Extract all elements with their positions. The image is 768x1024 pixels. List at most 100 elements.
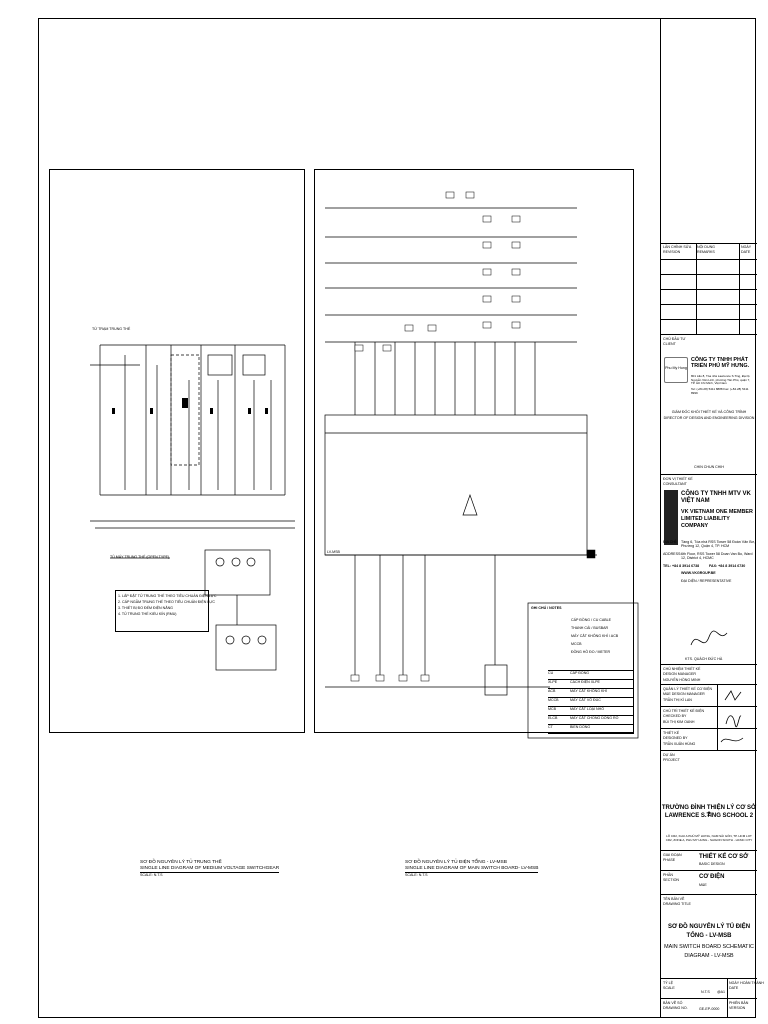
scale-row: TỶ LỆ SCALE N.T.S @A1 NGÀY HOÀN THÀNH DA… — [661, 978, 764, 998]
qa-signature — [724, 690, 742, 701]
mv-legend-line: 2. CÁP NGẦM TRUNG THẾ THEO TIÊU CHUẨN ĐI… — [118, 600, 215, 604]
lv-legend-item: ĐỒNG HỒ ĐO / METER — [571, 650, 611, 654]
rev-col-no: LẦN CHỈNH SỬA — [663, 245, 692, 249]
lv-bus-label: LV-MSB — [327, 550, 340, 554]
qa-name: TRẦN THỊ KÌ LAN — [663, 698, 692, 702]
pm-name: NGUYỄN HỒNG MINH — [663, 678, 701, 682]
consultant-logo-icon — [664, 490, 678, 545]
lv-caption-en: SINGLE LINE DIAGRAM OF MAIN SWITCH BOARD… — [405, 866, 539, 873]
title-block: LẦN CHỈNH SỬA REVISION NỘI DUNG REMARKS … — [660, 18, 764, 1018]
consultant-label-en: CONSULTANT — [663, 482, 687, 486]
drawing-sheet — [38, 18, 756, 1018]
mv-legend-line: 4. TỦ TRUNG THẾ KIỂU KÍN (RMU) — [118, 612, 177, 616]
mv-legend-line: 3. THIẾT BỊ ĐO ĐẾM ĐIỆN NĂNG — [118, 606, 173, 610]
lv-legend-title: GHI CHÚ / NOTES — [531, 606, 562, 610]
des-signature — [720, 737, 744, 743]
project-section: DỰ ÁN PROJECT TRƯỜNG ĐÌNH THIỆN LÝ CƠ SỞ… — [661, 750, 757, 850]
section-row: PHẦN SECTION CƠ ĐIỆN M&E — [661, 870, 757, 894]
rev-row — [661, 259, 757, 274]
drawing-title-en: MAIN SWITCH BOARD SCHEMATIC DIAGRAM - LV… — [664, 944, 754, 959]
rev-col-no-en: REVISION — [663, 250, 681, 254]
addr-label: ĐỊA CHỈ: — [663, 540, 677, 544]
chk-name: BÙI THỊ KIM OANH — [663, 720, 695, 724]
lv-caption-scale: SCALE: N.T.S — [405, 873, 428, 877]
lv-msb-panel: LV-MSB GHI CHÚ / NOTES CÁP ĐỒNG / CU CAB… — [314, 169, 639, 739]
mv-single-line-diagram — [90, 344, 295, 671]
stage-en: BASIC DESIGN — [699, 862, 725, 866]
mv-header-label: TỪ TRẠM TRUNG THẾ — [92, 327, 131, 331]
scale-value: N.T.S — [701, 990, 710, 994]
qa-row: QUẢN LÝ THIẾT KẾ CƠ ĐIỆN M&E DESIGN MANA… — [661, 684, 757, 706]
client-director-en: DIRECTOR OF DESIGN AND ENGINEERING DIVIS… — [663, 416, 755, 420]
drawing-title-vn: SƠ ĐỒ NGUYÊN LÝ TỦ ĐIỆN TỔNG - LV-MSB — [667, 924, 751, 939]
lv-caption-vn: SƠ ĐỒ NGUYÊN LÝ TỦ ĐIỆN TỔNG - LV-MSB — [405, 860, 507, 865]
addr-en: 6th Floor, RSS Tower 58 Doan Van Bo, War… — [681, 552, 753, 561]
mv-caption-en: SINGLE LINE DIAGRAM OF MEDIUM VOLTAGE SW… — [140, 866, 280, 873]
client-label: CHỦ ĐẦU TƯ — [663, 337, 686, 341]
rep-name: KTS. QUÁCH ĐỨC HÀ — [685, 657, 723, 661]
mv-caption-vn: SƠ ĐỒ NGUYÊN LÝ TỦ TRUNG THẾ — [140, 860, 222, 865]
lv-msb-single-line-diagram — [324, 191, 639, 739]
mv-switchgear-panel: TỪ TRẠM TRUNG THẾ TỦ MÁY TRUNG THẾ (OPEN… — [49, 169, 305, 733]
consultant-name-vn: CÔNG TY TNHH MTV VK VIỆT NAM — [681, 491, 751, 504]
des-row: THIẾT KẾ DESIGNED BY TRẦN XUÂN HÙNG — [661, 728, 757, 750]
stage-vn: THIẾT KẾ CƠ SỞ — [699, 854, 749, 860]
client-address: 801 Lầu 8, Tòa nhà Lawrence S.Ting, Đại … — [691, 374, 751, 386]
rep-label: ĐẠI DIỆN / REPRESENTATIVE — [681, 579, 732, 583]
project-name-vn: TRƯỜNG ĐÌNH THIỆN LÝ CƠ SỞ 2 — [661, 805, 757, 818]
consultant-web: WWW.VKGROUP.BE — [681, 571, 716, 575]
rev-col-date: NGÀY — [741, 245, 752, 249]
section-vn: CƠ ĐIỆN — [699, 874, 725, 880]
client-director-vn: GIÁM ĐỐC KHỐI THIẾT KẾ VÀ CÔNG TRÌNH — [671, 410, 747, 414]
addr-label-en: ADDRESS: — [663, 552, 682, 556]
consultant-fax: FAX: +84 8 3914 6730 — [709, 564, 746, 568]
rev-row — [661, 289, 757, 304]
project-address: LÔ CR2, KHU A PHÚ MỸ HƯNG, NAM SÀI GÒN, … — [665, 834, 753, 842]
lv-caption: SƠ ĐỒ NGUYÊN LÝ TỦ ĐIỆN TỔNG - LV-MSB SI… — [405, 860, 539, 877]
drawing-title-section: TÊN BẢN VẼ DRAWING TITLE SƠ ĐỒ NGUYÊN LÝ… — [661, 894, 757, 978]
chk-signature — [725, 715, 742, 728]
drawing-no-value: GE-EP-0000 — [699, 1007, 720, 1011]
lv-legend-item: THANH CÁI / BUSBAR — [571, 626, 609, 630]
client-section: CHỦ ĐẦU TƯ CLIENT Phu My Hung CÔNG TY TN… — [661, 334, 757, 474]
rev-col-content-en: REMARKS — [697, 250, 715, 254]
client-phone: Tel: (+84.28) 5411 8888 Fax: (+84.28) 54… — [691, 387, 749, 396]
mv-caption: SƠ ĐỒ NGUYÊN LÝ TỦ TRUNG THẾ SINGLE LINE… — [140, 860, 280, 877]
mv-legend-line: 1. LẮP ĐẶT TỦ TRUNG THẾ THEO TIÊU CHUẨN … — [118, 594, 217, 598]
stage-row: GIAI ĐOẠN PHASE THIẾT KẾ CƠ SỞ BASIC DES… — [661, 850, 757, 870]
lv-legend-item: MÁY CẮT KHÔNG KHÍ / ACB — [571, 634, 619, 638]
client-name: CÔNG TY TNHH PHÁT TRIỂN PHÚ MỸ HƯNG. — [691, 357, 750, 370]
mv-legend-box: 1. LẮP ĐẶT TỦ TRUNG THẾ THEO TIÊU CHUẨN … — [115, 590, 216, 632]
consultant-name-en: VK VIETNAM ONE MEMBER LIMITED LIABILITY … — [681, 509, 753, 529]
consultant-section: ĐƠN VỊ THIẾT KẾ CONSULTANT CÔNG TY TNHH … — [661, 474, 757, 664]
rev-col-date-en: DATE — [741, 250, 751, 254]
mv-note-label: TỦ MÁY TRUNG THẾ (OPEN TYPE) — [110, 555, 170, 559]
client-label-en: CLIENT — [663, 342, 676, 346]
revision-header: LẦN CHỈNH SỬA REVISION NỘI DUNG REMARKS … — [661, 243, 757, 259]
director-name: CHIN CHUN CHIH — [694, 465, 724, 469]
rev-row — [661, 274, 757, 289]
chk-row: CHỦ TRÌ THIẾT KẾ ĐIỆN CHECKED BY BÙI THỊ… — [661, 706, 757, 728]
client-logo: Phu My Hung — [664, 357, 688, 383]
sheet-size: @A1 — [717, 990, 726, 994]
consultant-tel: TEL: +84 8 3914 6738 — [663, 564, 700, 568]
rep-signature — [690, 630, 728, 646]
lv-legend-item: MCCB — [571, 642, 582, 646]
lv-legend-item: CÁP ĐỒNG / CU CABLE — [571, 618, 612, 622]
rev-row — [661, 319, 757, 334]
addr-vn: Tầng 6, Tòa nhà RSS Tower 58 Đoàn Văn Bơ… — [681, 540, 755, 549]
pm-row: CHỦ NHIỆM THIẾT KẾ DESIGN MANAGER NGUYỄN… — [661, 664, 757, 684]
consultant-label: ĐƠN VỊ THIẾT KẾ — [663, 477, 693, 481]
section-en: M&E — [699, 883, 707, 887]
drawing-no-row: BẢN VẼ SỐ DRAWING NO. GE-EP-0000 PHIÊN B… — [661, 998, 757, 1018]
des-name: TRẦN XUÂN HÙNG — [663, 742, 696, 746]
rev-row — [661, 304, 757, 319]
mv-caption-scale: SCALE: N.T.S — [140, 873, 163, 877]
project-name-en: LAWRENCE S.TING SCHOOL 2 — [664, 813, 754, 819]
